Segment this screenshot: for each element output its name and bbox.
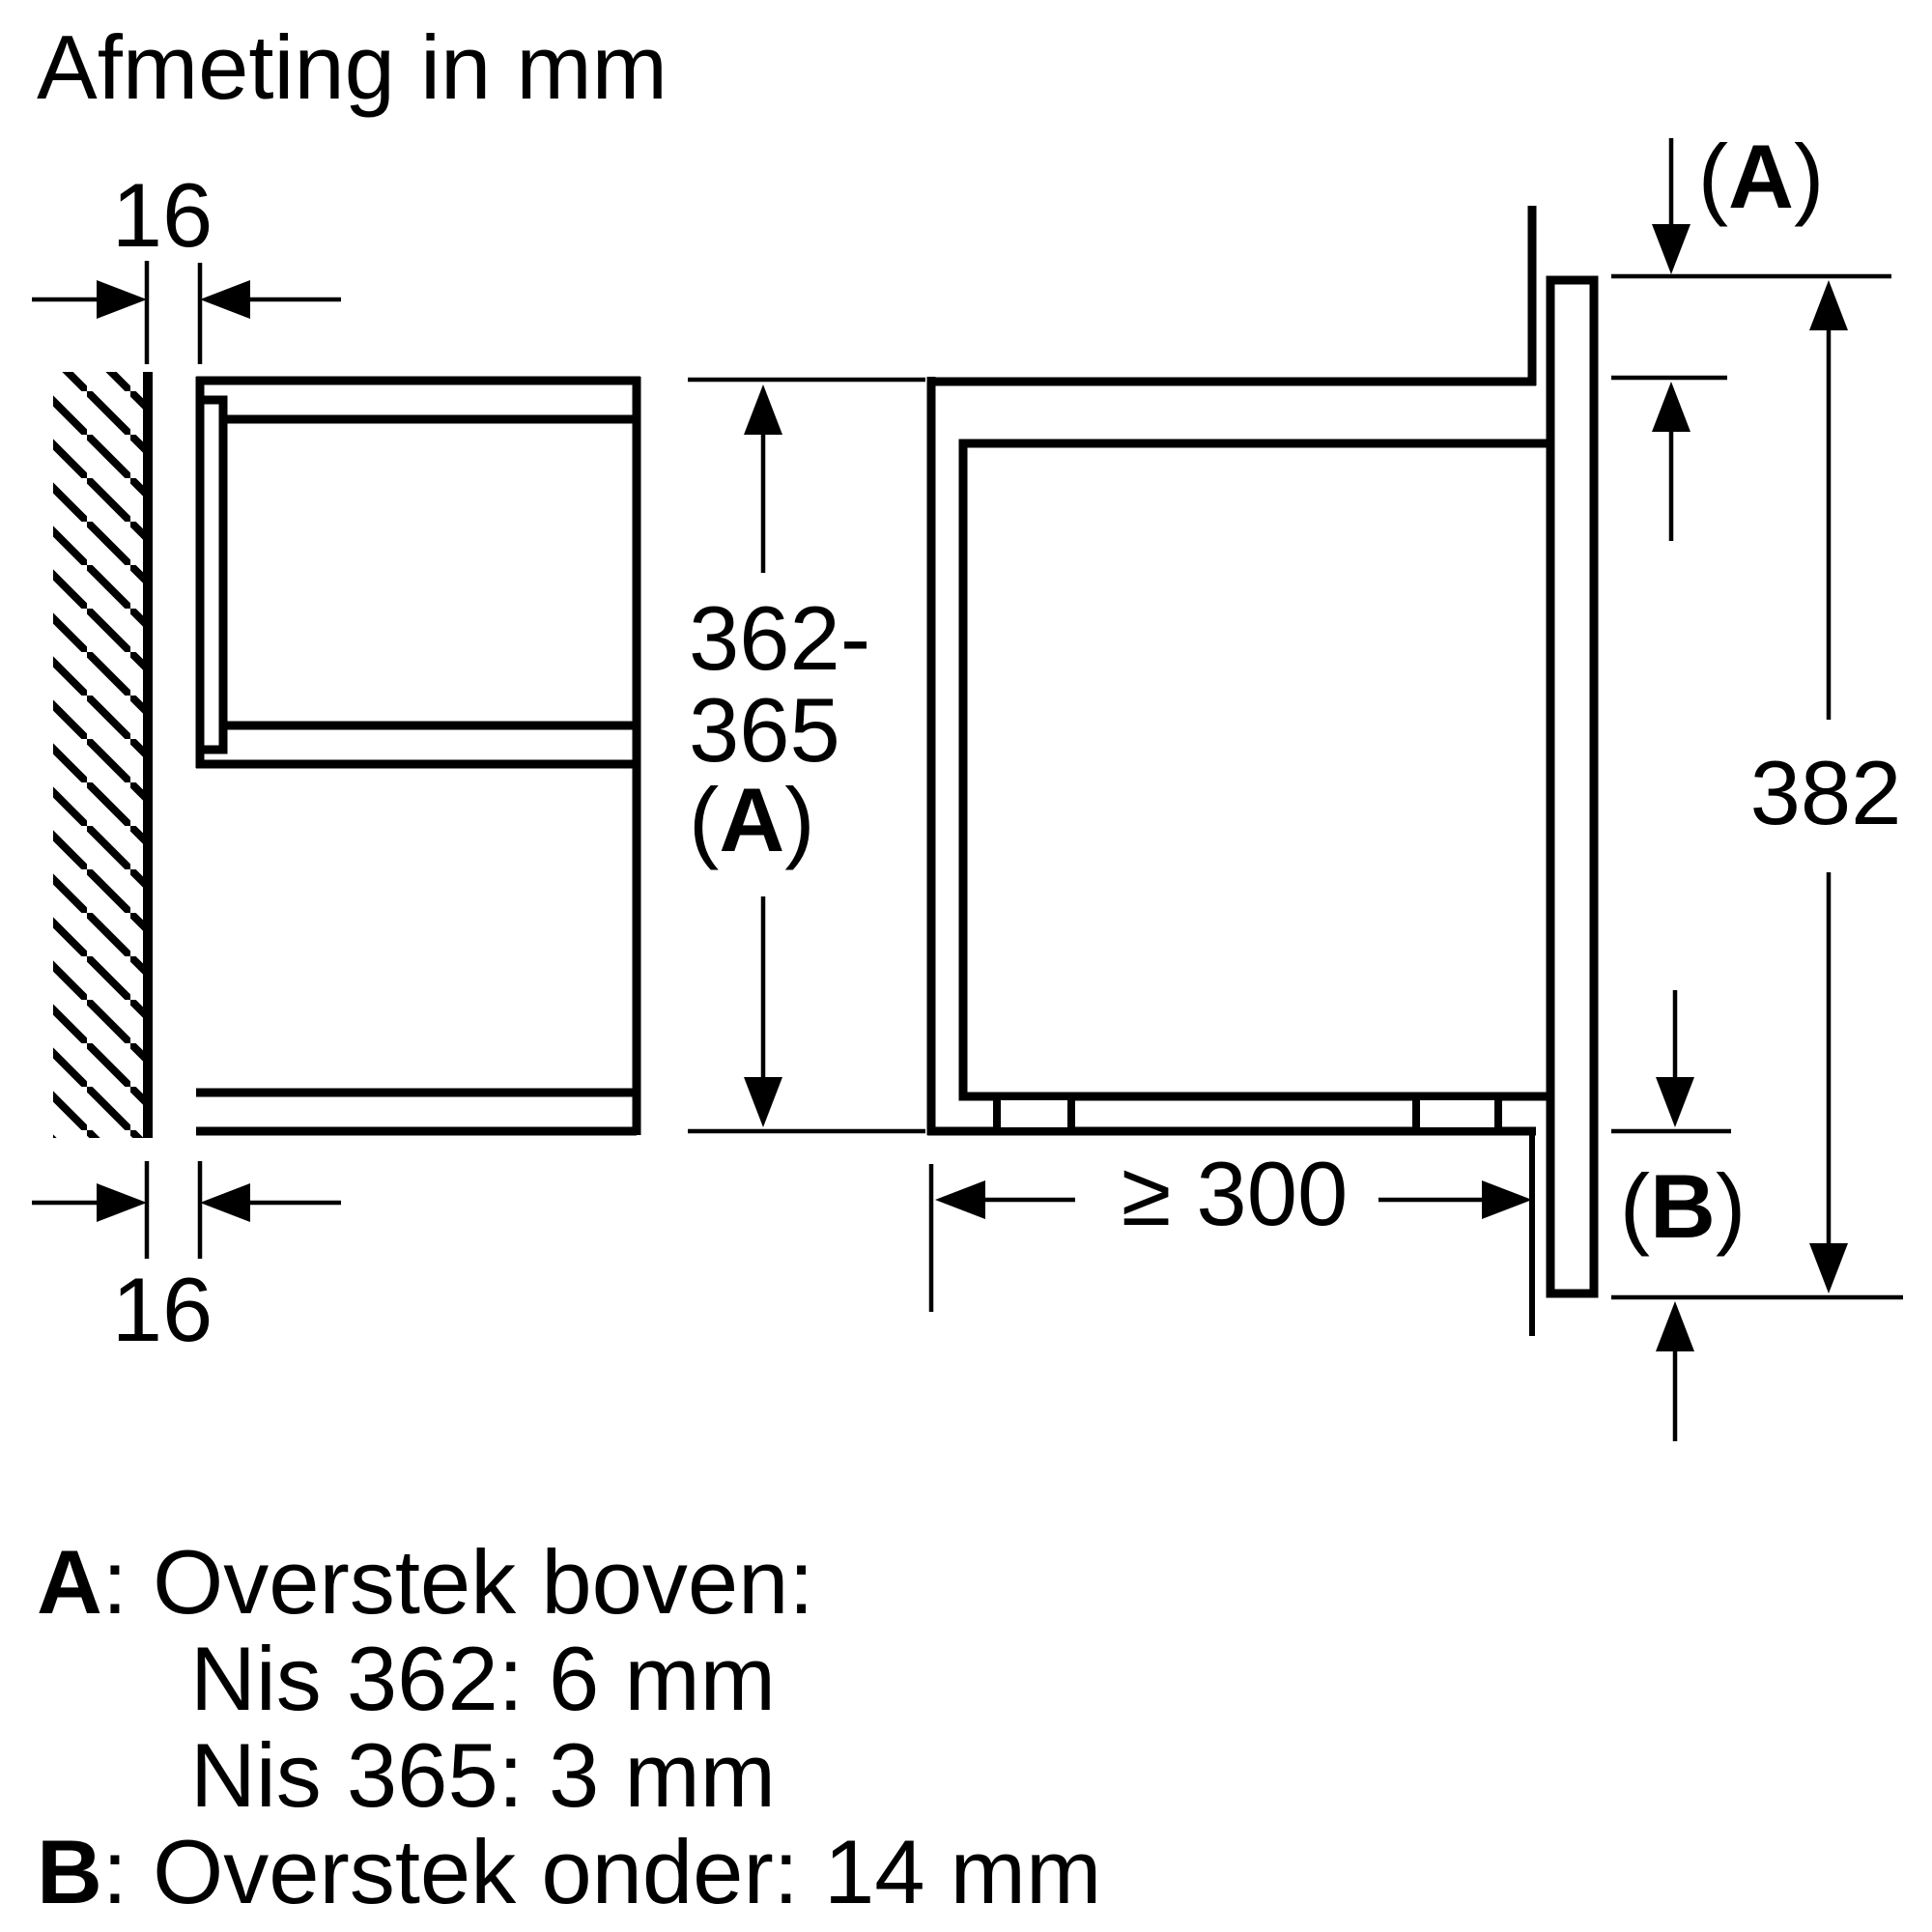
appliance-foot-left <box>993 1093 1075 1135</box>
dim-label-overhang-bottom: (B) <box>1620 1155 1747 1257</box>
dim-front-panel-height: 382 <box>1750 280 1902 1293</box>
dim-label-front-height: 382 <box>1750 742 1902 843</box>
right-figure-appliance-section <box>926 206 1599 1336</box>
legend: A: Overstek boven: Nis 362: 6 mm Nis 365… <box>37 1531 1101 1922</box>
arrowhead-right-icon <box>1482 1180 1532 1219</box>
dim-niche-height: 362- 365 (A) <box>688 377 925 1134</box>
arrowhead-right-icon <box>97 280 147 319</box>
arrowhead-left-icon <box>200 1183 250 1222</box>
appliance-foot-right <box>1412 1093 1502 1135</box>
appliance-front-panel <box>1546 275 1599 1298</box>
dim-min-depth: ≥ 300 <box>928 1143 1532 1312</box>
page-title: Afmeting in mm <box>37 16 668 118</box>
dim-label-min-depth: ≥ 300 <box>1122 1143 1349 1244</box>
legend-row-a-sub1: Nis 362: 6 mm <box>190 1628 776 1729</box>
arrowhead-down-icon <box>1652 224 1690 274</box>
dim-label-niche-height-line2: 365 <box>689 679 840 781</box>
dim-wall-gap-bottom: 16 <box>32 1161 341 1360</box>
arrowhead-up-icon <box>1652 382 1690 432</box>
dim-label-niche-height-line1: 362- <box>689 587 870 689</box>
arrowhead-up-icon <box>744 384 782 435</box>
legend-row-a: A: Overstek boven: <box>37 1531 814 1633</box>
appliance-body <box>958 439 1555 1101</box>
arrowhead-right-icon <box>97 1183 147 1222</box>
arrowhead-down-icon <box>744 1077 782 1127</box>
arrowhead-left-icon <box>935 1180 985 1219</box>
cabinet-front-frame-bar <box>195 395 228 754</box>
dim-label-niche-height-line3: (A) <box>689 769 815 870</box>
dim-overhang-bottom: (B) <box>1611 990 1903 1441</box>
left-figure-cabinet-section <box>53 372 641 1138</box>
dim-wall-gap-top: 16 <box>32 164 341 364</box>
arrowhead-up-icon <box>1656 1301 1694 1351</box>
arrowhead-down-icon <box>1809 1243 1848 1293</box>
legend-row-b: B: Overstek onder: 14 mm <box>37 1821 1101 1922</box>
wall-hatching <box>53 372 143 1138</box>
arrowhead-up-icon <box>1809 280 1848 330</box>
dim-overhang-top: (A) <box>1611 126 1891 541</box>
dim-label-gap-top: 16 <box>112 164 213 266</box>
legend-row-a-sub2: Nis 365: 3 mm <box>190 1724 776 1826</box>
arrowhead-down-icon <box>1656 1077 1694 1127</box>
dim-label-gap-bottom: 16 <box>112 1259 213 1360</box>
arrowhead-left-icon <box>200 280 250 319</box>
dim-label-overhang-top: (A) <box>1698 126 1825 227</box>
